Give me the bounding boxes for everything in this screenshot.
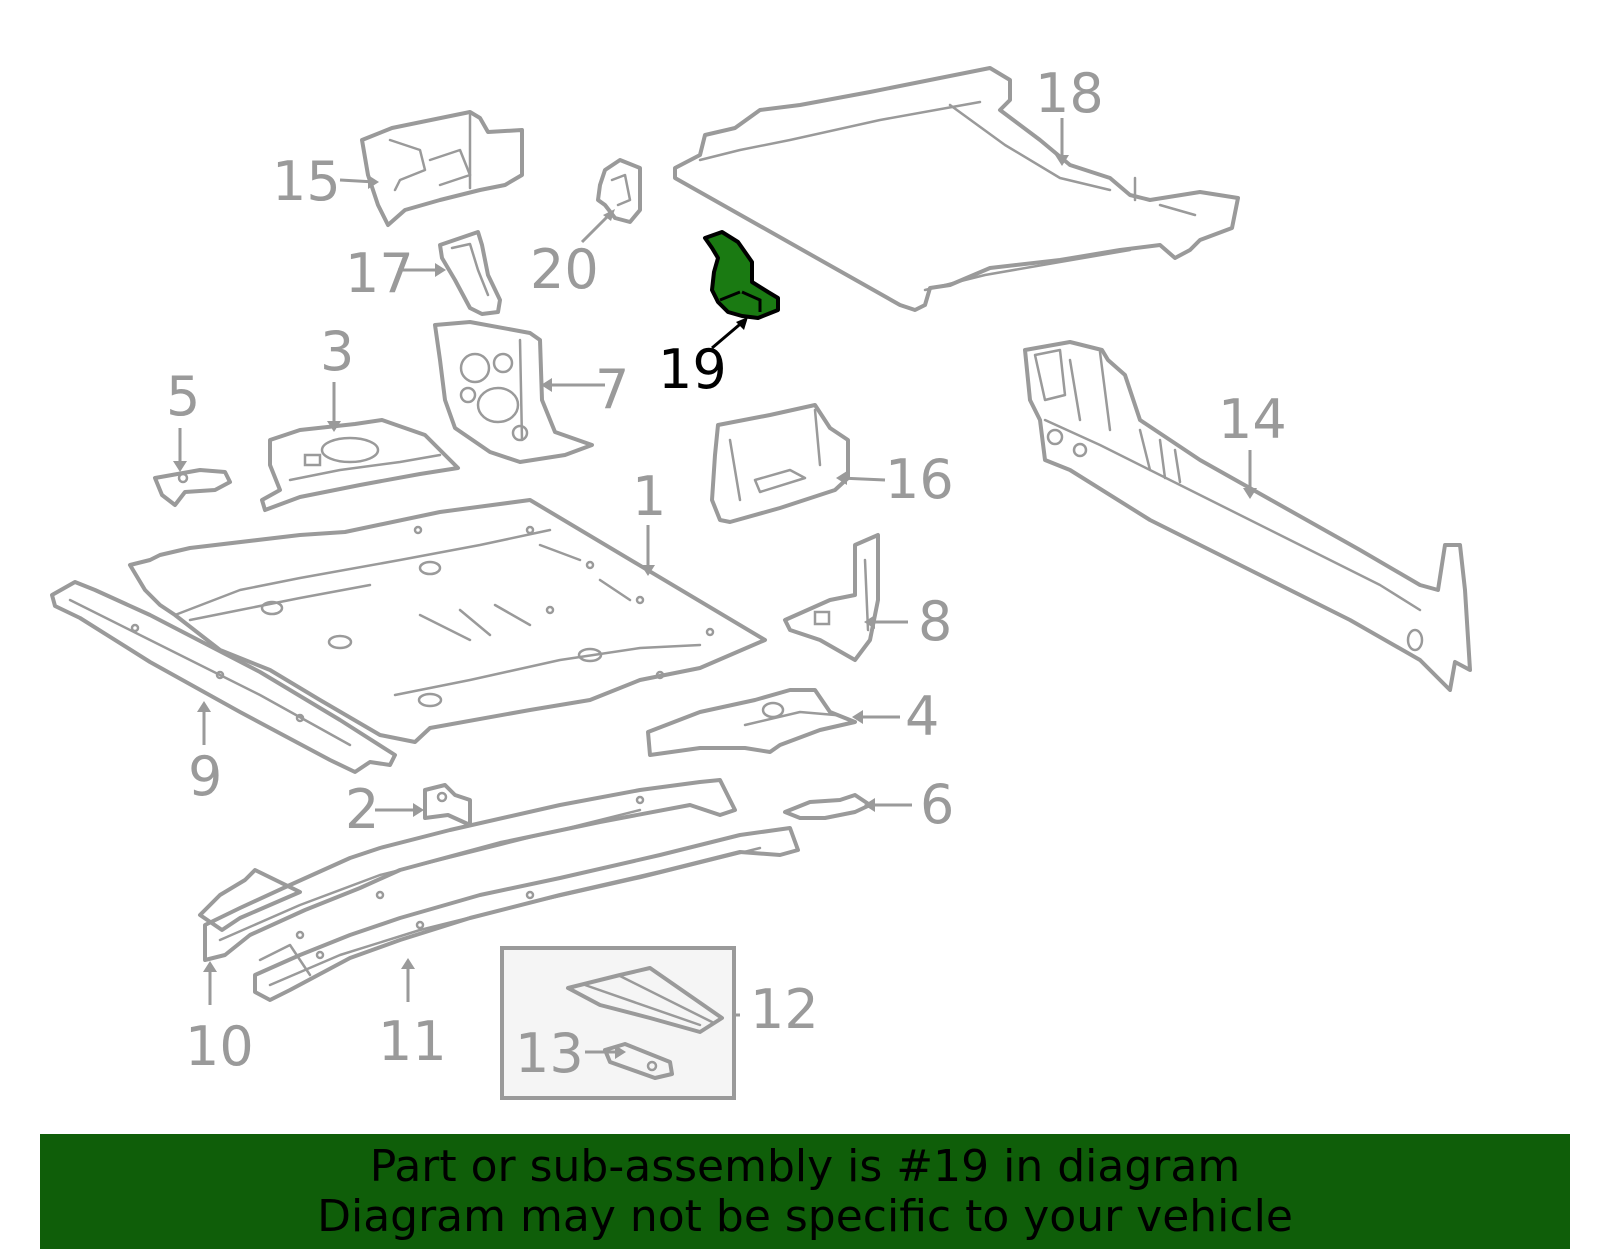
part-16-panel[interactable] [710,403,850,524]
part-10-rail[interactable] [198,778,737,962]
callout-17: 17 [345,242,414,305]
part-11-rail[interactable] [253,826,800,1002]
callout-1: 1 [632,465,666,528]
callout-4: 4 [905,685,939,748]
part-14-side-rail[interactable] [1023,340,1472,692]
inset-box-12-13 [500,946,736,1100]
part-12-bracket [566,966,724,1034]
part-4-member[interactable] [646,688,857,757]
part-8-bracket[interactable] [783,533,880,662]
callout-13: 13 [515,1022,584,1085]
callout-5: 5 [166,365,200,428]
part-2-bracket[interactable] [423,783,472,827]
part-18-rear-floor[interactable] [673,66,1240,312]
part-9-rail[interactable] [50,580,397,774]
callout-3: 3 [320,320,354,383]
part-6-plate[interactable] [783,793,872,820]
banner-line-1: Part or sub-assembly is #19 in diagram [369,1140,1241,1192]
callout-8: 8 [918,590,952,653]
callout-19: 19 [658,338,727,401]
callout-9: 9 [188,745,222,808]
part-1-floor-pan[interactable] [128,498,767,744]
callout-16: 16 [885,448,954,511]
part-3-member[interactable] [260,418,460,512]
part-17-bracket[interactable] [438,230,502,316]
callout-7: 7 [595,358,629,421]
part-19-bracket[interactable] [703,230,780,320]
callout-20: 20 [530,238,599,301]
leader-lines [173,118,1257,1059]
part-5-bracket[interactable] [153,468,232,507]
part-15-panel[interactable] [360,110,524,227]
info-banner: Part or sub-assembly is #19 in diagram D… [40,1134,1570,1249]
part-13-plate [603,1042,674,1080]
callout-2: 2 [345,778,379,841]
callout-10: 10 [185,1015,254,1078]
part-7-panel[interactable] [433,320,594,464]
callout-6: 6 [920,773,954,836]
callout-11: 11 [378,1010,447,1073]
callout-14: 14 [1218,388,1287,451]
banner-line-2: Diagram may not be specific to your vehi… [317,1190,1293,1242]
callout-12: 12 [750,978,819,1041]
part-20-bracket[interactable] [596,158,642,224]
callout-18: 18 [1035,62,1104,125]
callout-labels: 18 15 17 20 19 7 3 5 14 16 1 8 4 9 2 6 1… [166,62,1287,1085]
callout-15: 15 [272,150,341,213]
